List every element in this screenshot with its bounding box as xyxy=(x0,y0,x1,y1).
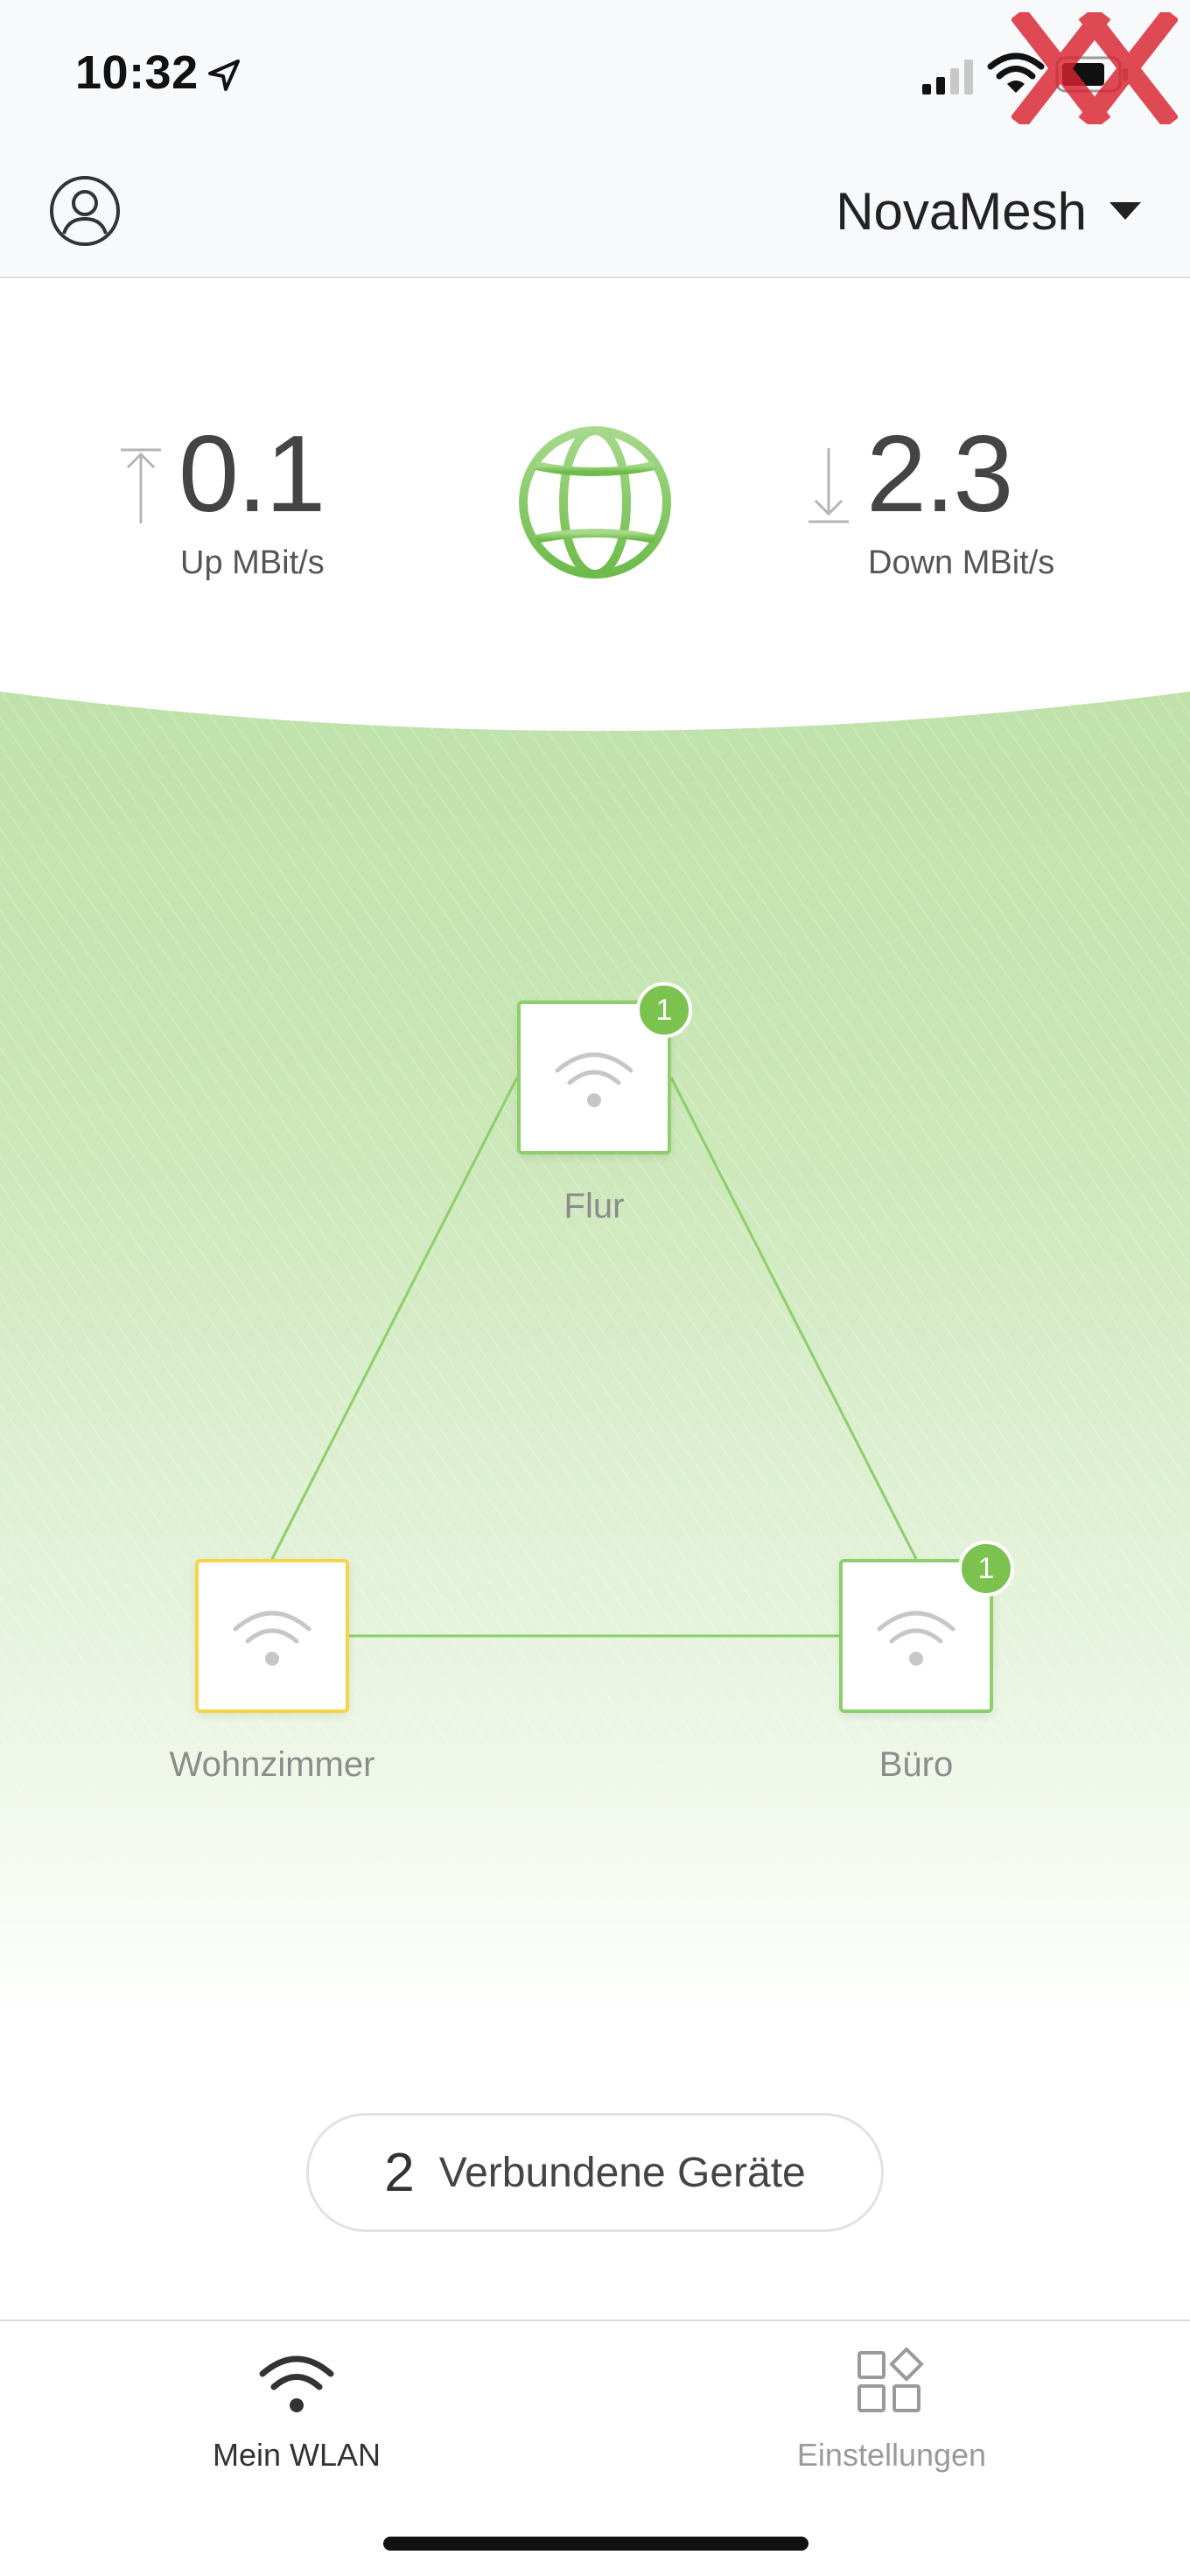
upload-speed-value: 0.1 xyxy=(178,414,326,535)
tab-bar: Mein WLAN Einstellungen xyxy=(0,2320,1190,2576)
network-selector[interactable]: NovaMesh xyxy=(836,175,1141,247)
node-client-badge: 1 xyxy=(636,982,692,1038)
tab-mein-wlan[interactable]: Mein WLAN xyxy=(139,2348,454,2474)
upload-arrow-icon xyxy=(121,448,161,523)
wifi-icon xyxy=(555,1052,634,1107)
wifi-status-icon xyxy=(987,53,1045,93)
wifi-icon xyxy=(877,1611,956,1666)
node-label-wohnzimmer: Wohnzimmer xyxy=(169,1745,375,1784)
download-speed-unit: Down MBit/s xyxy=(868,544,1055,581)
node-label-flur: Flur xyxy=(564,1187,625,1225)
network-name: NovaMesh xyxy=(836,181,1087,241)
mesh-node-wohnzimmer[interactable] xyxy=(195,1559,349,1713)
download-speed-value: 2.3 xyxy=(866,414,1013,535)
node-client-badge: 1 xyxy=(958,1541,1014,1597)
tab-label: Mein WLAN xyxy=(212,2437,382,2473)
header: 10:32 NovaMesh xyxy=(0,0,1190,278)
devices-count: 2 xyxy=(384,2142,415,2203)
tab-einstellungen[interactable]: Einstellungen xyxy=(734,2348,1049,2474)
home-indicator xyxy=(383,2537,808,2551)
wifi-icon xyxy=(259,2355,334,2412)
settings-grid-icon xyxy=(858,2348,924,2412)
location-arrow-icon xyxy=(208,60,240,91)
download-arrow-icon xyxy=(808,448,849,523)
chevron-down-icon xyxy=(1110,202,1141,220)
watermark-logo xyxy=(1012,12,1178,124)
node-label-buero: Büro xyxy=(878,1745,954,1784)
cellular-signal-icon xyxy=(922,60,973,95)
tab-label: Einstellungen xyxy=(796,2437,987,2473)
upload-speed-unit: Up MBit/s xyxy=(180,544,325,581)
wifi-icon xyxy=(233,1611,312,1666)
connected-devices-button[interactable]: 2 Verbundene Geräte xyxy=(306,2113,884,2232)
profile-icon[interactable] xyxy=(49,175,121,247)
status-time: 10:32 xyxy=(75,46,199,99)
internet-globe-icon[interactable] xyxy=(516,424,674,581)
devices-label: Verbundene Geräte xyxy=(438,2149,806,2196)
mesh-background xyxy=(0,691,1190,2022)
